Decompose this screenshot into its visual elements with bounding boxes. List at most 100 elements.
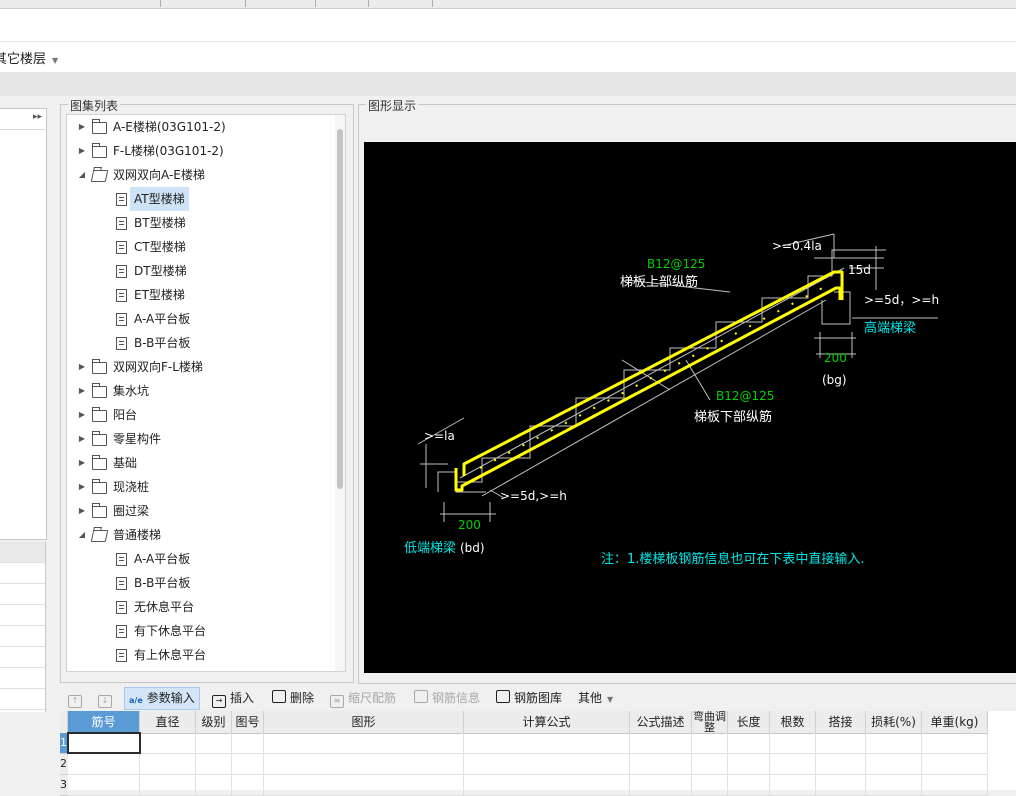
table-cell[interactable] [464, 775, 630, 796]
table-cell[interactable] [728, 733, 770, 754]
table-cell[interactable] [140, 733, 196, 754]
expand-arrow-icon[interactable]: ▶ [78, 386, 86, 395]
table-cell[interactable] [922, 733, 988, 754]
expand-arrow-icon[interactable]: ▶ [78, 458, 86, 467]
row-number[interactable]: 2 [60, 754, 68, 775]
column-header[interactable]: 计算公式 [464, 711, 630, 734]
property-row[interactable] [0, 626, 45, 647]
table-cell[interactable] [728, 775, 770, 796]
move-down-button[interactable]: ↓ [98, 687, 116, 710]
tree-folder-item[interactable]: ▶圈过梁 [67, 499, 327, 523]
insert-button[interactable]: →插入 [212, 687, 254, 710]
tree-file-item[interactable]: DT型楼梯 [67, 259, 327, 283]
column-header[interactable]: 弯曲调整 [692, 711, 728, 734]
column-header[interactable]: 单重(kg) [922, 711, 988, 734]
table-cell[interactable] [692, 754, 728, 775]
tree-file-item[interactable]: B-B平台板 [67, 571, 327, 595]
property-row[interactable] [0, 584, 45, 605]
scale-rebar-button[interactable]: ≡缩尺配筋 [330, 687, 396, 710]
table-cell[interactable] [770, 775, 816, 796]
table-cell[interactable] [630, 754, 692, 775]
column-header[interactable]: 级别 [196, 711, 232, 734]
table-cell[interactable] [866, 754, 922, 775]
table-cell[interactable] [264, 733, 464, 754]
expand-arrow-icon[interactable]: ▶ [78, 434, 86, 443]
table-cell[interactable] [264, 775, 464, 796]
table-cell[interactable] [770, 754, 816, 775]
tree-file-item[interactable]: 有下休息平台 [67, 619, 327, 643]
table-cell[interactable] [922, 775, 988, 796]
table-cell[interactable] [630, 733, 692, 754]
column-header[interactable]: 损耗(%) [866, 711, 922, 734]
table-cell[interactable] [232, 775, 264, 796]
column-header[interactable]: 根数 [770, 711, 816, 734]
property-row[interactable] [0, 689, 45, 710]
table-cell[interactable] [68, 754, 140, 775]
expand-arrow-icon[interactable]: ▶ [78, 410, 86, 419]
property-row[interactable] [0, 668, 45, 689]
table-cell[interactable] [630, 775, 692, 796]
table-cell[interactable] [770, 733, 816, 754]
table-cell[interactable] [140, 775, 196, 796]
table-cell[interactable] [464, 754, 630, 775]
move-up-button[interactable]: ↑ [68, 687, 86, 710]
collapse-arrow-icon[interactable]: ◢ [78, 530, 86, 539]
table-cell[interactable] [692, 733, 728, 754]
tree-folder-item[interactable]: ▶现浇桩 [67, 475, 327, 499]
tree-scrollbar[interactable] [335, 115, 345, 671]
active-cell[interactable] [67, 732, 141, 754]
expand-arrow-icon[interactable]: ▶ [78, 362, 86, 371]
table-cell[interactable] [816, 754, 866, 775]
tree-file-item[interactable]: A-A平台板 [67, 307, 327, 331]
tree-folder-item[interactable]: ▶双网双向F-L楼梯 [67, 355, 327, 379]
tree-file-item[interactable]: 有上休息平台 [67, 643, 327, 667]
column-header[interactable]: 筋号 [68, 711, 140, 734]
property-row[interactable] [0, 563, 45, 584]
table-cell[interactable] [196, 754, 232, 775]
table-cell[interactable] [866, 733, 922, 754]
tree-file-item[interactable]: AT型楼梯 [67, 187, 327, 211]
table-cell[interactable] [68, 775, 140, 796]
tree-folder-item[interactable]: ▶基础 [67, 451, 327, 475]
tree-file-item[interactable]: ET型楼梯 [67, 283, 327, 307]
table-cell[interactable] [816, 733, 866, 754]
table-cell[interactable] [196, 733, 232, 754]
tree-file-item[interactable]: 无休息平台 [67, 595, 327, 619]
column-header[interactable]: 直径(mm) [140, 711, 196, 734]
tree-folder-item[interactable]: ▶零星构件 [67, 427, 327, 451]
table-cell[interactable] [692, 775, 728, 796]
rebar-library-button[interactable]: 钢筋图库 [496, 687, 562, 710]
expand-arrow-icon[interactable]: ▶ [78, 146, 86, 155]
table-cell[interactable] [464, 733, 630, 754]
rebar-info-button[interactable]: 钢筋信息 [414, 687, 480, 710]
tree-file-item[interactable]: A-A平台板 [67, 547, 327, 571]
expand-arrow-icon[interactable]: ▶ [78, 506, 86, 515]
tree-file-item[interactable]: CT型楼梯 [67, 235, 327, 259]
table-cell[interactable] [728, 754, 770, 775]
expand-arrow-icon[interactable]: ▶ [78, 482, 86, 491]
tree-folder-item[interactable]: ▶A-E楼梯(03G101-2) [67, 115, 327, 139]
tree-folder-item[interactable]: ▶F-L楼梯(03G101-2) [67, 139, 327, 163]
tree-file-item[interactable]: B-B平台板 [67, 331, 327, 355]
property-row[interactable] [0, 647, 45, 668]
table-cell[interactable] [922, 754, 988, 775]
tree-folder-item[interactable]: ▶阳台 [67, 403, 327, 427]
table-cell[interactable] [866, 775, 922, 796]
tree-folder-item[interactable]: ◢普通楼梯 [67, 523, 327, 547]
other-menu-button[interactable]: 其他▼ [578, 687, 613, 710]
row-number[interactable]: 1 [60, 733, 68, 754]
property-row[interactable] [0, 605, 45, 626]
column-header[interactable]: 图形 [264, 711, 464, 734]
tree-file-item[interactable]: BT型楼梯 [67, 211, 327, 235]
tree-folder-item[interactable]: ◢双网双向A-E楼梯 [67, 163, 327, 187]
tree-scrollbar-thumb[interactable] [337, 129, 343, 489]
column-header[interactable]: 公式描述 [630, 711, 692, 734]
column-header[interactable]: 搭接 [816, 711, 866, 734]
expand-arrow-icon[interactable]: ▶ [78, 122, 86, 131]
drawing-canvas[interactable]: B12@125 梯板上部纵筋 B12@125 梯板下部纵筋 >=0.4la 15… [364, 142, 1016, 673]
table-cell[interactable] [232, 754, 264, 775]
table-cell[interactable] [816, 775, 866, 796]
tree-folder-item[interactable]: ▶集水坑 [67, 379, 327, 403]
table-cell[interactable] [140, 754, 196, 775]
